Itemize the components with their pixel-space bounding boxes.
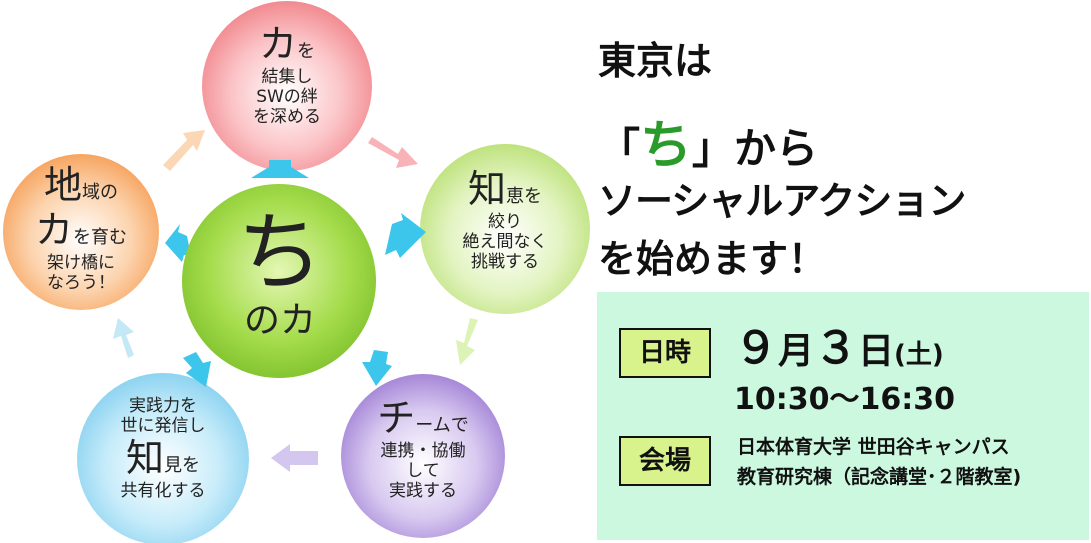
circle-bottom-left (77, 373, 249, 543)
circle-top-line1: 結集し (261, 66, 313, 87)
inner-arrow-bottom-right (362, 350, 392, 386)
circle-bottom-left-suffix: 見を (164, 455, 200, 477)
circle-bottom-left-big: 知 (125, 436, 164, 481)
arrow-right-to-bottom-right (456, 318, 478, 365)
circle-bottom-right-suffix: ームで (415, 415, 469, 436)
arrow-left-to-top (163, 130, 205, 171)
circle-left-suffix: 域の (82, 182, 118, 203)
center-circle (182, 184, 376, 378)
circle-bottom-right (341, 374, 505, 538)
arrow-bottom-left-to-left (113, 318, 134, 358)
circle-bottom-right-line1: 連携・協働 (380, 440, 466, 461)
month-kanji: 月 (778, 331, 815, 372)
center-line2: のカ (243, 300, 316, 341)
inner-arrow-right (385, 213, 426, 258)
arrow-bottom-right-to-bottom-left (271, 444, 318, 472)
inner-arrow-left (165, 224, 191, 262)
circle-right-big: 知 (467, 167, 506, 211)
headline-chi: ち (640, 116, 693, 176)
circle-top-line2: SWの絆 (256, 86, 318, 107)
center-label: ち のカ (205, 205, 355, 341)
circle-bottom-left-line1: 共有化する (120, 480, 206, 501)
event-time: 10:30〜16:30 (734, 382, 955, 417)
day-of-week: (土) (894, 340, 944, 370)
circle-right (420, 144, 590, 314)
circle-bottom-right-line2: して (406, 460, 440, 481)
day-kanji: 日 (858, 331, 895, 372)
headline-open-bracket: 「 (598, 124, 641, 173)
arrow-top-to-right (368, 137, 418, 168)
circle-top-line3: を深める (253, 106, 321, 127)
circle-top-text: カを 結集し SWの絆 を深める (222, 22, 352, 127)
cycle-diagram (3, 1, 590, 543)
circle-bottom-right-text: チームで 連携・協働 して 実践する (358, 396, 488, 501)
event-date: ９月３日(土) (734, 312, 944, 376)
center-chi: ち (237, 203, 323, 303)
circle-left-line1: 架け橋に (47, 252, 115, 273)
circle-bottom-right-big: チ (377, 396, 416, 440)
day-number: ３ (814, 323, 859, 374)
circle-right-line1: 絞り (488, 211, 522, 232)
circle-right-line2: 絶え間なく (462, 231, 548, 252)
circle-left (3, 154, 159, 310)
headline-line4: を始めます！ (598, 237, 827, 281)
venue-line2: 教育研究棟（記念講堂･２階教室) (737, 466, 1022, 488)
circle-left-suffix2: を育む (73, 226, 127, 248)
headline-close-rest: 」から (692, 124, 819, 173)
circle-top (202, 1, 372, 171)
circle-bottom-left-pre1: 実践力を (129, 396, 197, 416)
circle-left-big: 地 (43, 163, 82, 207)
circle-bottom-left-pre2: 世に発信し (120, 416, 206, 437)
headline-line1: 東京は (598, 39, 713, 83)
circle-right-line3: 挑戦する (471, 251, 539, 272)
venue-line1: 日本体育大学 世田谷キャンパス (737, 436, 1010, 458)
circle-bottom-right-line3: 実践する (389, 480, 457, 501)
circle-left-line2: なろう！ (47, 272, 115, 293)
headline-line2: 「ち」から (598, 103, 818, 178)
event-info-panel: 日時 ９月３日(土) 10:30〜16:30 会場 日本体育大学 世田谷キャンパ… (597, 292, 1089, 540)
inner-arrow-up (251, 160, 309, 178)
circle-left-text: 地域の カを育む 架け橋に なろう！ (16, 163, 146, 293)
date-label-badge: 日時 (619, 328, 711, 378)
circle-top-suffix: を (297, 41, 315, 62)
circle-right-suffix: 恵を (506, 186, 542, 207)
circle-left-big2: カ (34, 207, 73, 252)
headline-line3: ソーシャルアクション (598, 179, 966, 223)
circle-right-text: 知恵を 絞り 絶え間なく 挑戦する (440, 167, 570, 272)
circle-bottom-left-text: 実践力を 世に発信し 知見を 共有化する (98, 396, 228, 501)
circle-top-big: カ (258, 22, 297, 66)
venue-label-badge: 会場 (619, 436, 711, 486)
month-number: ９ (734, 323, 778, 374)
inner-arrow-bottom-left (183, 352, 211, 387)
